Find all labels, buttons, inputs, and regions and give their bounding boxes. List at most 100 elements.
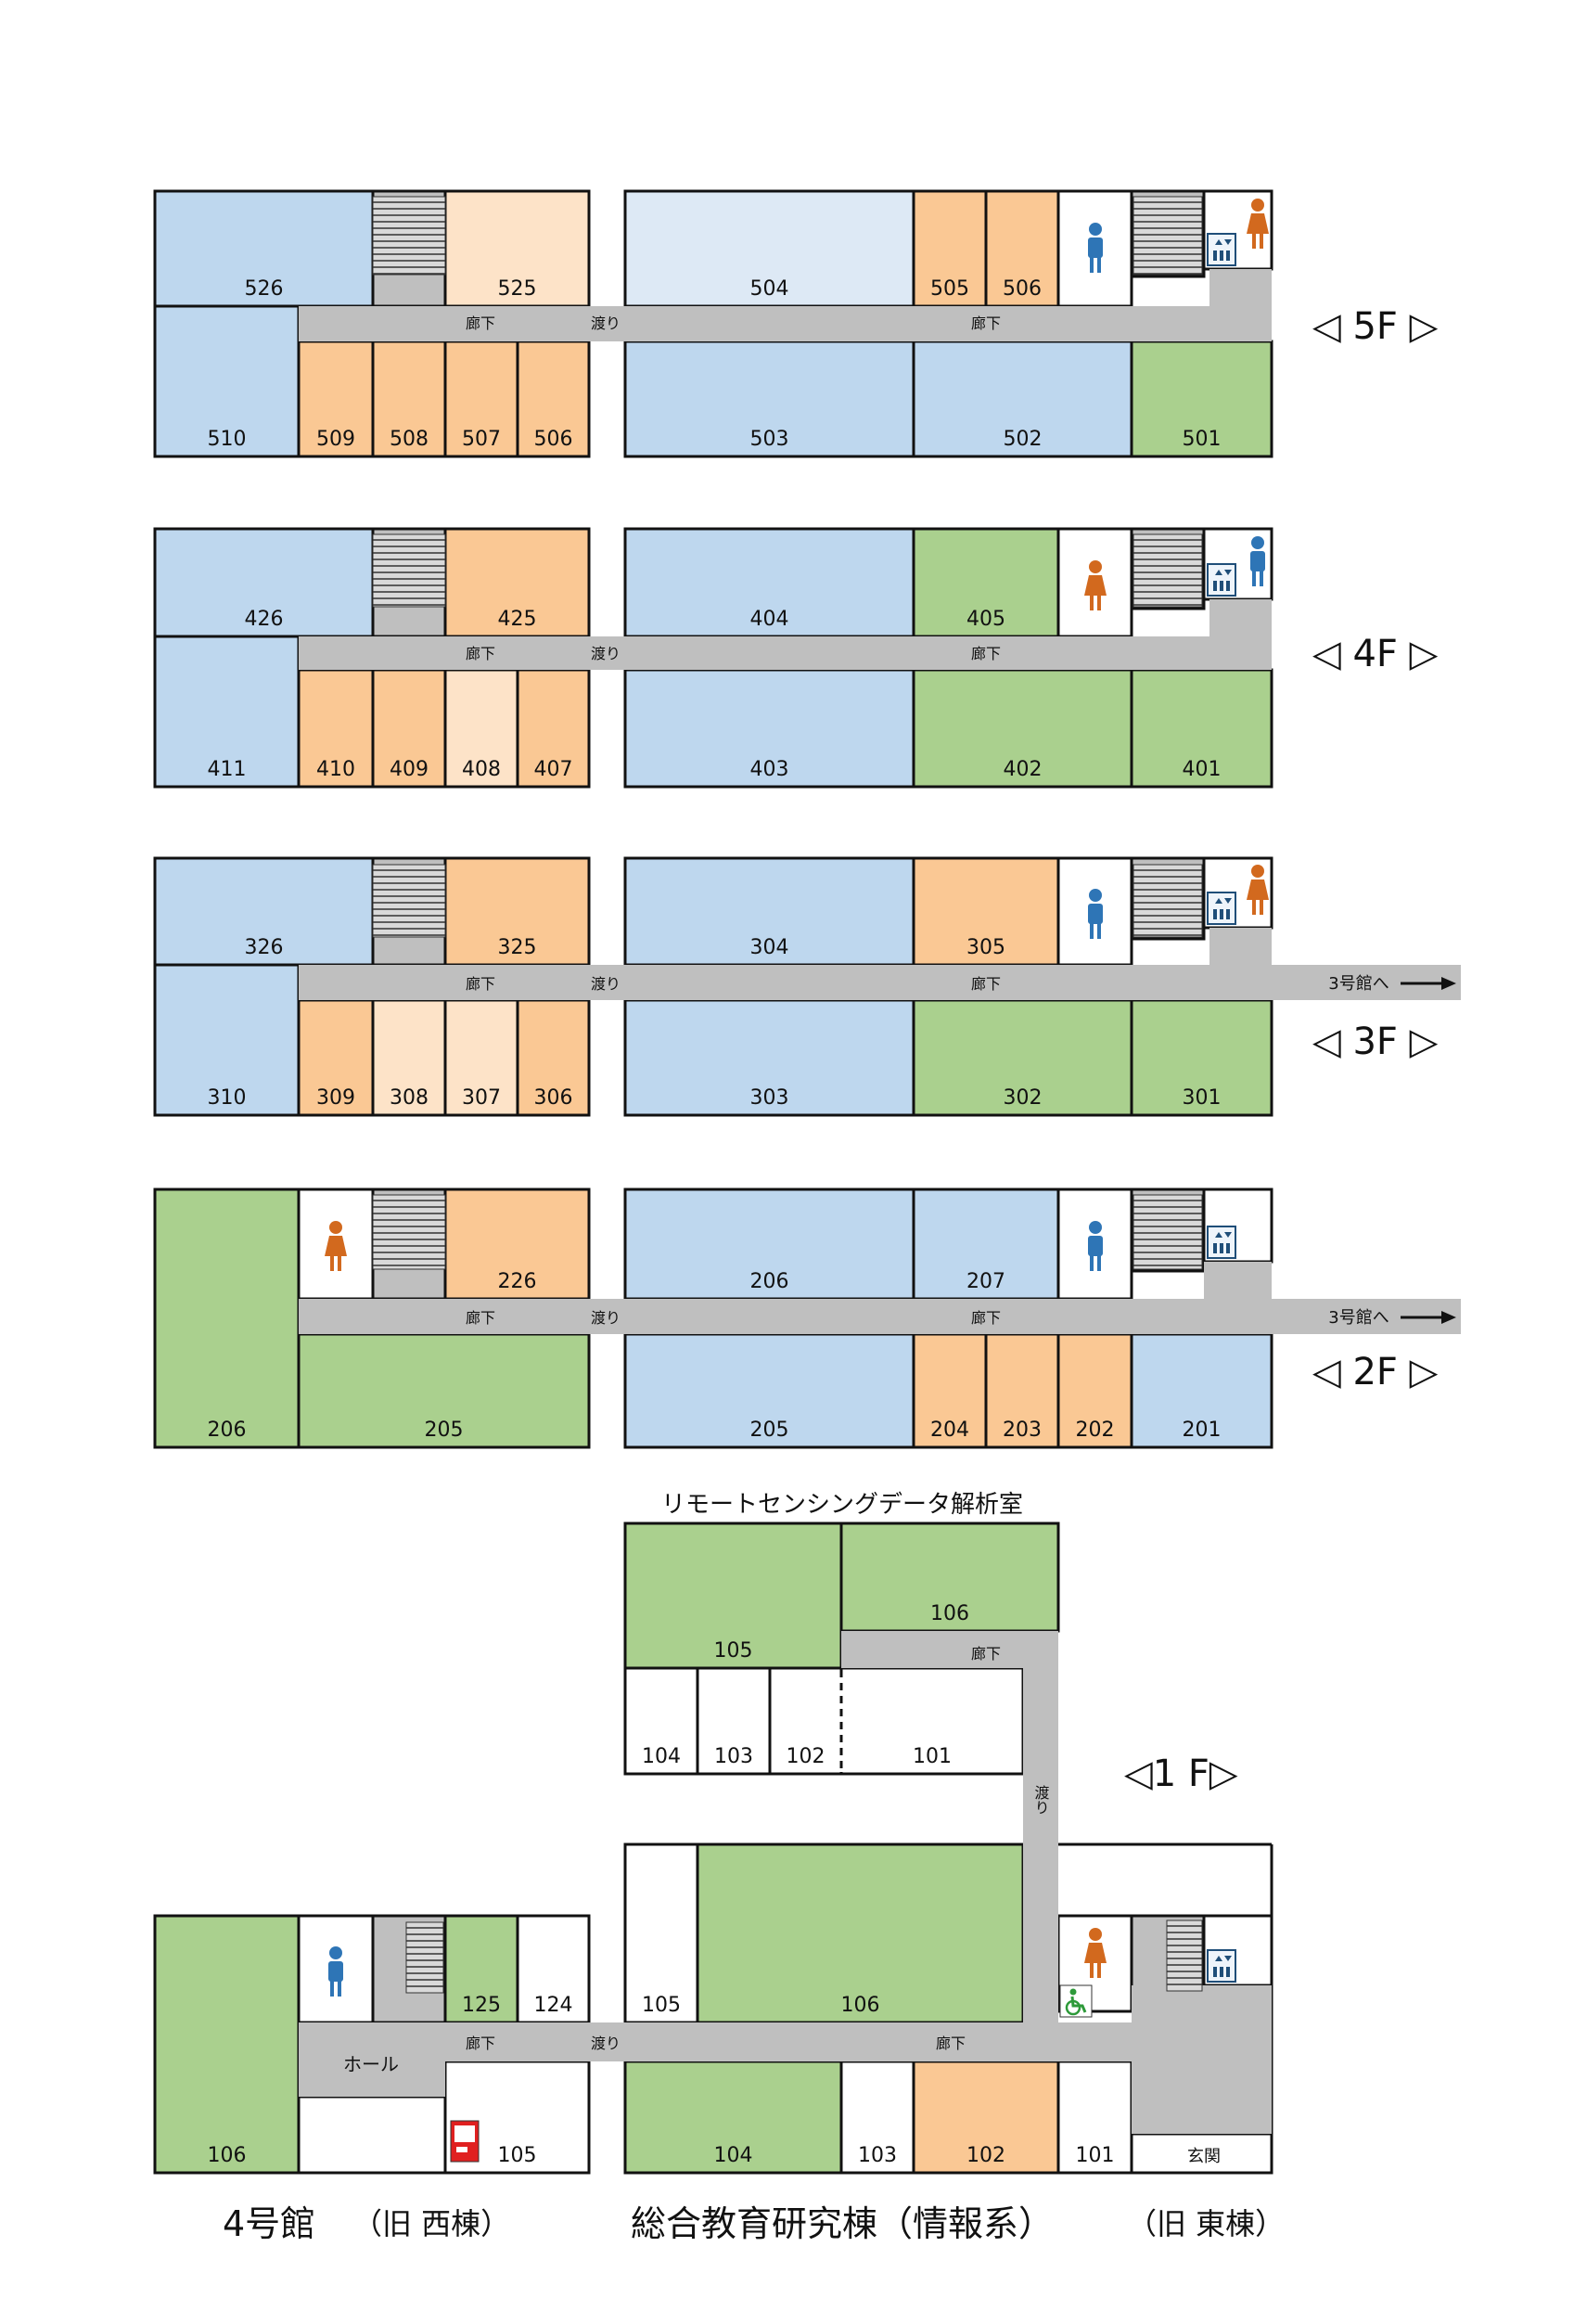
room-label-r106e: 106 — [841, 1994, 880, 2017]
arrow-right-icon — [1401, 1311, 1456, 1324]
room-label-r105w: 105 — [498, 2144, 537, 2167]
entrance-label: 玄関 — [1187, 2147, 1221, 2166]
room-r206e — [623, 1188, 915, 1301]
room-label-r506b: 506 — [534, 428, 573, 451]
corridor-2f — [299, 1299, 1461, 1334]
room-label-r101e: 101 — [1076, 2144, 1115, 2167]
female-restroom-icon — [1084, 560, 1107, 610]
room-label-r307: 307 — [462, 1086, 501, 1110]
room-label-r426: 426 — [245, 608, 284, 631]
room-r405 — [912, 527, 1060, 638]
west-building-old-name: （旧 西棟） — [352, 2206, 510, 2241]
room-label-r104u: 104 — [642, 1745, 681, 1768]
corridor-label: 廊下 — [971, 1309, 1001, 1327]
male-restroom-icon — [1088, 223, 1103, 273]
stairs-icon — [1133, 864, 1203, 938]
room-label-r505: 505 — [930, 277, 969, 301]
room-r303 — [623, 998, 915, 1117]
corridor-label: 廊下 — [466, 2035, 495, 2052]
room-r410 — [297, 668, 375, 789]
room-r205e — [623, 1332, 915, 1449]
room-label-r525: 525 — [498, 277, 537, 301]
corridor-label: 廊下 — [936, 2035, 966, 2052]
room-label-r403: 403 — [750, 758, 789, 781]
elevator-icon — [1207, 892, 1236, 925]
corridor-3f-stub — [1209, 928, 1272, 965]
stairs-icon — [1133, 196, 1203, 276]
room-label-r409: 409 — [390, 758, 429, 781]
room-r207 — [912, 1188, 1060, 1301]
room-label-r106w: 106 — [208, 2144, 247, 2167]
room-label-r302: 302 — [1004, 1086, 1043, 1110]
corridor-label: 廊下 — [971, 315, 1001, 332]
room-r124 — [516, 1914, 591, 2024]
room-label-r502: 502 — [1004, 428, 1043, 451]
corridor-label: 廊下 — [971, 975, 1001, 993]
room-label-r408: 408 — [462, 758, 501, 781]
room-r106u — [839, 1522, 1060, 1633]
room-r105u — [623, 1522, 843, 1670]
room-r506a — [984, 189, 1060, 308]
stairs-icon — [372, 1194, 446, 1270]
room-r408 — [443, 668, 519, 789]
icon-layer — [325, 196, 1456, 2163]
remote-sensing-label: リモートセンシングデータ解析室 — [661, 1491, 1023, 1519]
room-label-r103u: 103 — [714, 1745, 753, 1768]
corridor-layer — [299, 269, 1461, 2134]
male-restroom-icon — [1250, 536, 1265, 586]
hall-lower-1f — [297, 2095, 447, 2175]
room-label-r407: 407 — [534, 758, 573, 781]
room-label-r205w: 205 — [425, 1419, 464, 1442]
stairs-icon — [372, 533, 446, 608]
room-r301 — [1130, 998, 1273, 1117]
vending-machine-icon — [450, 2120, 480, 2163]
male-restroom-icon — [1088, 889, 1103, 939]
room-label-r105e: 105 — [642, 1994, 681, 2017]
floor-label-2f: ◁ 2F ▷ — [1312, 1351, 1439, 1393]
room-r106e — [696, 1843, 1025, 2024]
room-label-r305: 305 — [966, 936, 1005, 959]
elevator-icon — [1207, 563, 1236, 597]
room-label-r507: 507 — [462, 428, 501, 451]
bridge-label: 渡り — [591, 315, 621, 332]
floor-label-1f: ◁1 F▷ — [1124, 1753, 1238, 1795]
room-r307 — [443, 998, 519, 1117]
room-label-r102u: 102 — [787, 1745, 825, 1768]
room-r104u — [623, 1666, 699, 1776]
bridge-label: 渡り — [591, 645, 621, 662]
arrow-right-icon — [1401, 977, 1456, 990]
room-label-r201: 201 — [1183, 1419, 1222, 1442]
stairs-icon — [1166, 1920, 1203, 1992]
room-label-r203: 203 — [1003, 1419, 1042, 1442]
corridor-2f-stub — [1204, 1262, 1272, 1299]
accessible-restroom-icon — [1059, 1984, 1093, 2018]
room-label-r106u: 106 — [930, 1602, 969, 1625]
room-label-r504: 504 — [750, 277, 789, 301]
bridge-label: 渡り — [591, 975, 621, 993]
floor-label-3f: ◁ 3F ▷ — [1312, 1021, 1439, 1063]
male-restroom-icon — [1088, 1221, 1103, 1271]
stairs-icon — [372, 864, 446, 938]
corridor-label: 廊下 — [466, 645, 495, 662]
male-restroom-icon — [328, 1946, 343, 1997]
room-label-r303: 303 — [750, 1086, 789, 1110]
room-label-r103e: 103 — [858, 2144, 897, 2167]
west-building-name: 4号館 — [223, 2203, 315, 2244]
stairs-icon — [1133, 533, 1203, 608]
room-r426 — [153, 527, 375, 638]
room-label-r404: 404 — [750, 608, 789, 631]
room-label-r410: 410 — [316, 758, 355, 781]
room-r409 — [371, 668, 447, 789]
east-building-name: 総合教育研究棟（情報系） — [631, 2203, 1054, 2244]
corridor-4f-stub — [1209, 599, 1272, 636]
room-r325 — [443, 856, 591, 967]
entrance-1f — [1130, 2132, 1273, 2175]
room-label-r124: 124 — [534, 1994, 573, 2017]
room-label-r401: 401 — [1183, 758, 1222, 781]
room-r206w — [153, 1188, 301, 1449]
room-label-r506a: 506 — [1003, 277, 1042, 301]
room-r508 — [371, 340, 447, 458]
female-restroom-icon — [325, 1221, 347, 1271]
